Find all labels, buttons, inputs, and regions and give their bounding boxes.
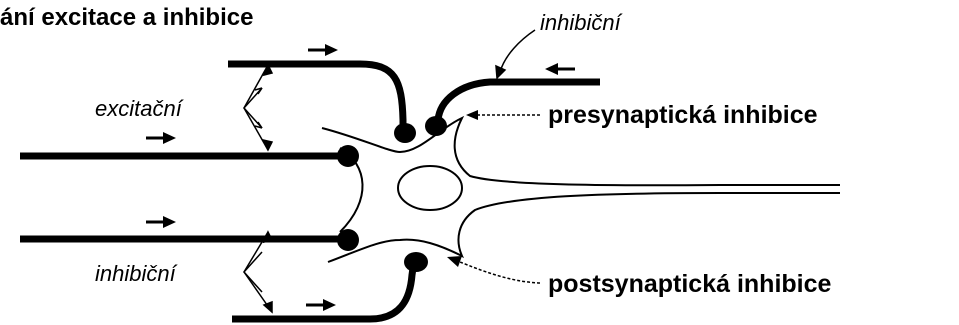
- arrow-top-left: [308, 44, 338, 56]
- neuron-axon-lower: [328, 193, 840, 262]
- excitatory-bracket: [244, 65, 272, 150]
- arrow-bottom: [306, 299, 336, 311]
- synapse-terminal-lower: [337, 229, 359, 251]
- inhibitory-bottom-bracket: [244, 232, 272, 312]
- arrow-middle: [146, 132, 176, 144]
- label-excitatory: excitační: [95, 96, 184, 121]
- neuron-nucleus: [398, 166, 462, 210]
- synapse-terminal-top-excitatory: [394, 123, 416, 143]
- synapse-terminal-postsynaptic: [404, 252, 428, 272]
- label-inhibitory-bottom: inhibiční: [95, 261, 178, 286]
- arrow-lower: [146, 216, 176, 228]
- presynaptic-pointer: [466, 110, 540, 120]
- label-inhibitory-top: inhibiční: [540, 10, 623, 35]
- synapse-terminal-middle: [337, 145, 359, 167]
- synapse-terminal-presynaptic: [425, 116, 447, 136]
- diagram-title: ání excitace a inhibice: [0, 4, 253, 31]
- label-presynaptic-inhibition: presynaptická inhibice: [548, 101, 818, 129]
- label-postsynaptic-inhibition: postsynaptická inhibice: [548, 270, 832, 298]
- postsynaptic-pointer: [447, 256, 540, 283]
- arrow-top-right: [545, 63, 575, 75]
- inhibitory-top-pointer: [496, 30, 535, 78]
